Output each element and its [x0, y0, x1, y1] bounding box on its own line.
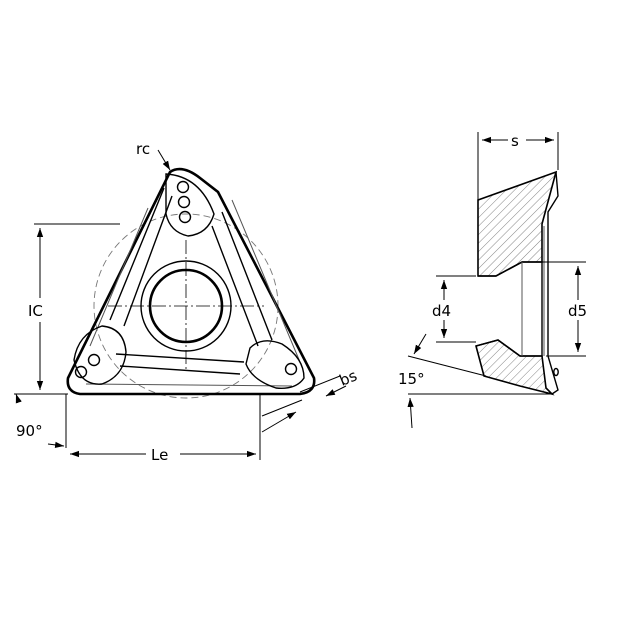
d4-label: d4 — [432, 302, 451, 320]
section-lower — [475, 339, 555, 396]
chip-breaker-left — [109, 187, 173, 327]
marker-dot — [284, 362, 298, 376]
d5-label: d5 — [568, 302, 587, 320]
marker-dot — [74, 365, 88, 379]
corner-pocket-top — [165, 173, 215, 237]
angle-15-dimension: 15° — [398, 333, 552, 429]
chip-breaker-right — [211, 211, 273, 347]
bore-outline — [475, 261, 543, 357]
ic-dimension: IC — [24, 223, 120, 395]
corner-pocket-right — [245, 340, 305, 389]
marker-dot — [87, 353, 101, 367]
insert-front-view — [66, 167, 316, 399]
marker-dot — [178, 210, 192, 224]
d4-dimension: d4 — [430, 275, 476, 343]
s-label: s — [511, 132, 519, 150]
rc-dimension: rc — [136, 140, 171, 171]
le-dimension: Le — [70, 394, 261, 464]
side-mark — [553, 367, 559, 377]
side-flank — [547, 171, 559, 395]
angle-90-dimension: 90° — [14, 393, 67, 449]
angle-15-label: 15° — [398, 370, 425, 388]
bs-label: bs — [337, 366, 360, 389]
s-dimension: s — [477, 130, 559, 200]
d5-dimension: d5 — [542, 261, 596, 357]
marker-dot — [177, 195, 191, 209]
le-label: Le — [151, 446, 168, 464]
ic-label: IC — [28, 302, 43, 320]
chip-breaker-bottom — [115, 353, 245, 375]
bs-dimension: bs — [261, 366, 360, 433]
rc-label: rc — [136, 140, 150, 158]
land-lines — [85, 199, 301, 387]
marker-dot — [176, 180, 190, 194]
insert-outline — [66, 167, 316, 396]
angle-90-label: 90° — [16, 422, 43, 440]
corner-pocket-left — [73, 325, 127, 385]
insert-side-view — [475, 170, 559, 396]
